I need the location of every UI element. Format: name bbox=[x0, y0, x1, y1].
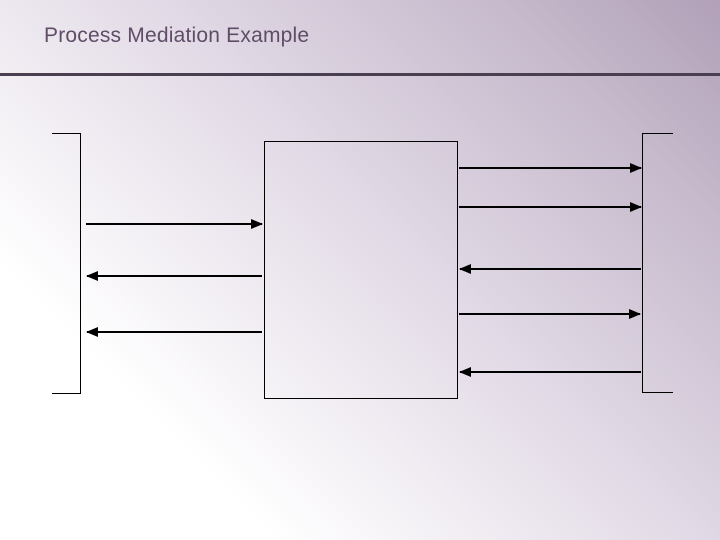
message-arrow-left-left bbox=[86, 326, 262, 338]
message-arrow-left-right bbox=[86, 218, 263, 230]
arrowhead-right-icon bbox=[629, 309, 641, 319]
arrowhead-left-icon bbox=[86, 271, 98, 281]
arrow-shaft bbox=[86, 223, 262, 225]
arrow-shaft bbox=[459, 167, 641, 169]
message-arrow-left-left bbox=[86, 270, 262, 282]
arrow-shaft bbox=[459, 313, 640, 315]
arrowhead-right-icon bbox=[630, 202, 642, 212]
arrow-shaft bbox=[87, 331, 262, 333]
right-endpoint-bracket bbox=[642, 133, 673, 393]
slide-title: Process Mediation Example bbox=[44, 24, 310, 47]
arrowhead-right-icon bbox=[630, 163, 642, 173]
title-divider-line bbox=[0, 73, 720, 76]
message-arrow-right-right bbox=[459, 162, 642, 174]
arrowhead-left-icon bbox=[459, 367, 471, 377]
arrowhead-left-icon bbox=[86, 327, 98, 337]
message-arrow-right-right bbox=[459, 308, 641, 320]
message-arrow-right-left bbox=[459, 366, 641, 378]
left-endpoint-bracket bbox=[52, 133, 81, 394]
mediator-box bbox=[264, 141, 458, 399]
arrow-shaft bbox=[460, 268, 641, 270]
arrow-shaft bbox=[87, 275, 262, 277]
arrowhead-left-icon bbox=[459, 264, 471, 274]
arrow-shaft bbox=[460, 371, 641, 373]
message-arrow-right-left bbox=[459, 263, 641, 275]
arrow-shaft bbox=[459, 206, 641, 208]
arrowhead-right-icon bbox=[251, 219, 263, 229]
message-arrow-right-right bbox=[459, 201, 642, 213]
